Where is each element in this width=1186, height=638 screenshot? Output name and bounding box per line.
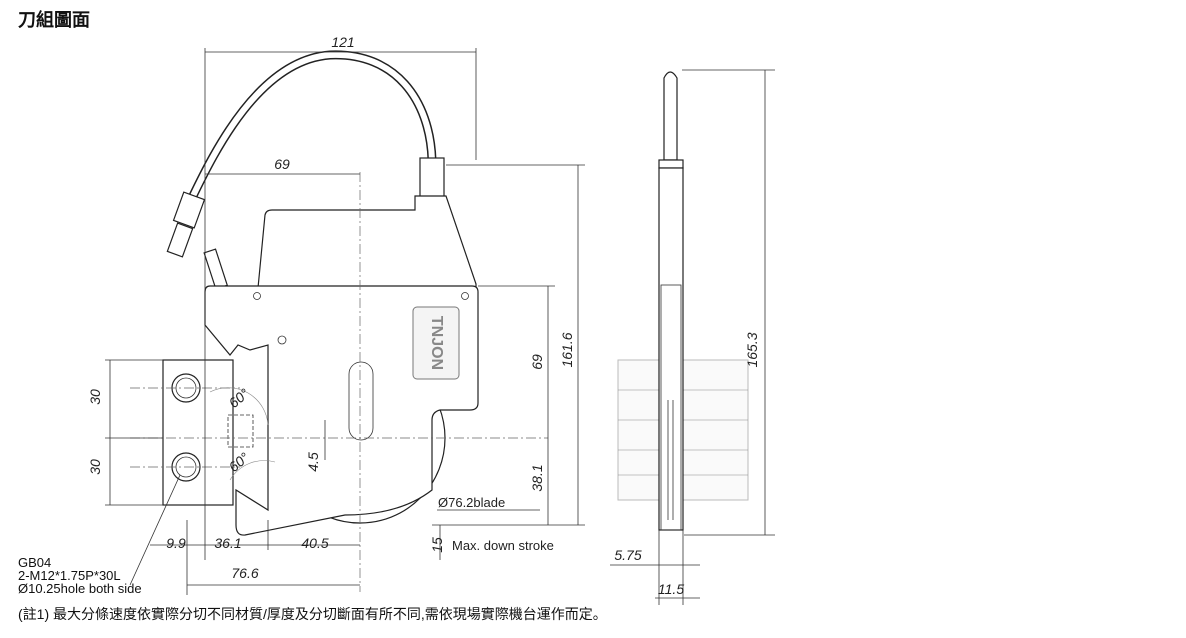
dim-15: 15 — [429, 537, 445, 553]
spec-block: GB04 2-M12*1.75P*30L Ø10.25hole both sid… — [18, 556, 142, 595]
side-view — [610, 69, 775, 605]
max-down-stroke-label: Max. down stroke — [452, 538, 554, 553]
dim-161-6: 161.6 — [559, 332, 575, 367]
upper-housing — [257, 195, 477, 289]
dim-4-5: 4.5 — [305, 452, 321, 472]
dim-40-5: 40.5 — [301, 535, 328, 551]
dim-36-1: 36.1 — [214, 535, 241, 551]
dim-165-3: 165.3 — [744, 332, 760, 367]
footnote: (註1) 最大分條速度依實際分切不同材質/厚度及分切斷面有所不同,需依現場實際機… — [18, 606, 607, 622]
blade-label: Ø76.2blade — [438, 495, 505, 510]
lever — [203, 248, 229, 290]
dim-5-75: 5.75 — [614, 547, 641, 563]
dim-30-upper: 30 — [87, 389, 103, 405]
hose-fitting-left — [166, 191, 206, 258]
hose-fitting-top — [419, 157, 445, 199]
slot — [348, 361, 374, 441]
hole-spec: Ø10.25hole both side — [18, 581, 142, 596]
dim-121: 121 — [331, 34, 354, 50]
main-plate — [204, 285, 479, 536]
svg-text:TNJON: TNJON — [428, 316, 445, 370]
page-title: 刀組圖面 — [18, 10, 90, 30]
tnjon-logo: TNJON — [412, 306, 460, 380]
dim-76-6: 76.6 — [231, 565, 258, 581]
dim-38-1: 38.1 — [529, 464, 545, 491]
dim-69-vertical: 69 — [529, 354, 545, 370]
dim-69-top: 69 — [274, 156, 290, 172]
model-label: GB04 — [18, 555, 52, 570]
dim-9-9: 9.9 — [166, 535, 186, 551]
dim-30-lower: 30 — [87, 459, 103, 475]
bolt-spec: 2-M12*1.75P*30L — [18, 568, 121, 583]
dim-11-5: 11.5 — [658, 581, 684, 597]
